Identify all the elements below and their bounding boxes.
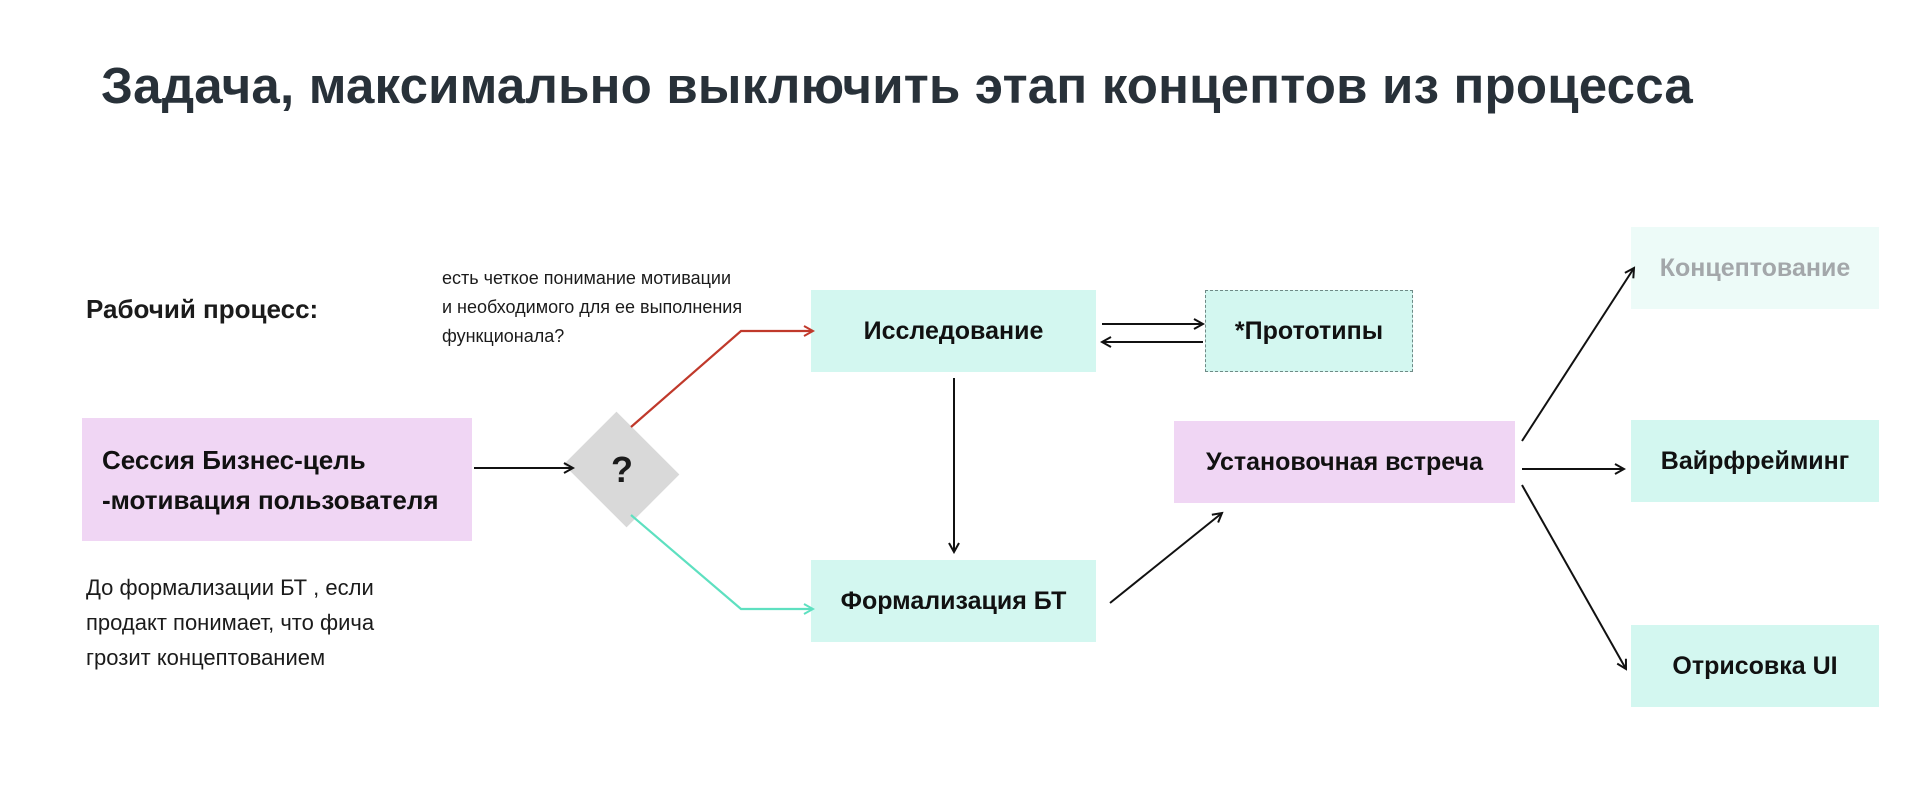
node-ui: Отрисовка UI	[1631, 625, 1879, 707]
arrow-decision-no-to-formalization	[630, 514, 813, 609]
node-concepting-label: Концептование	[1659, 253, 1851, 282]
node-prototypes-label: *Прототипы	[1234, 316, 1384, 345]
node-formalization-label: Формализация БТ	[840, 586, 1067, 615]
node-research-label: Исследование	[863, 316, 1044, 345]
node-formalization: Формализация БТ	[811, 560, 1096, 642]
node-kickoff-label: Установочная встреча	[1205, 447, 1483, 476]
arrow-kickoff-to-concepting	[1521, 268, 1634, 442]
process-label: Рабочий процесс:	[86, 294, 319, 324]
note-line: и необходимого для ее выполнения	[442, 297, 743, 317]
node-concepting: Концептование	[1631, 227, 1879, 309]
node-ui-label: Отрисовка UI	[1672, 651, 1838, 680]
page-title: Задача, максимально выключить этап конце…	[101, 57, 1693, 114]
decision-question-note: есть четкое понимание мотивации и необхо…	[442, 264, 782, 351]
note-line: продакт понимает, что фича	[86, 610, 375, 635]
node-research: Исследование	[811, 290, 1096, 372]
node-session: Сессия Бизнес-цель -мотивация пользовате…	[82, 418, 472, 541]
arrow-kickoff-to-ui	[1521, 484, 1626, 669]
arrow-decision-yes-to-research	[630, 331, 813, 428]
node-wireframing-label: Вайрфрейминг	[1660, 446, 1850, 475]
decision-label: ?	[611, 449, 633, 490]
note-line: функционала?	[442, 326, 565, 346]
note-line: есть четкое понимание мотивации	[442, 268, 731, 288]
node-session-line: -мотивация пользователя	[102, 484, 439, 515]
formalization-note: До формализации БТ , если продакт понима…	[86, 570, 466, 675]
node-prototypes: *Прототипы	[1205, 290, 1413, 372]
arrow-formalization-to-kickoff	[1109, 513, 1222, 604]
note-line: грозит концептованием	[86, 645, 326, 670]
node-kickoff: Установочная встреча	[1174, 421, 1515, 503]
node-wireframing: Вайрфрейминг	[1631, 420, 1879, 502]
note-line: До формализации БТ , если	[86, 575, 374, 600]
node-session-line: Сессия Бизнес-цель	[102, 444, 366, 475]
